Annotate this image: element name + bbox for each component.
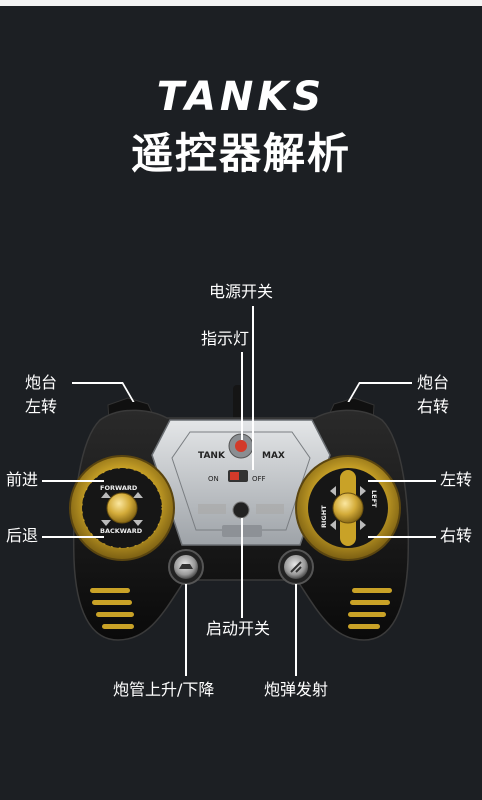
title-chinese: 遥控器解析 — [130, 129, 351, 178]
leader-turn-right — [368, 536, 436, 538]
turn-right-arrow-icon[interactable] — [330, 520, 336, 530]
leader-backward — [42, 536, 104, 538]
leader-start-switch — [241, 518, 243, 618]
leader-turn-left — [368, 480, 436, 482]
title-english: TANKS — [156, 74, 326, 120]
label-barrel: 炮管上升/下降 — [113, 680, 215, 699]
backward-arrow-icon[interactable] — [101, 520, 111, 526]
backward-text: BACKWARD — [100, 527, 143, 535]
leader-indicator — [241, 352, 243, 440]
indicator-led — [235, 440, 247, 452]
left-text: LEFT — [370, 490, 378, 508]
backward-arrow-icon[interactable] — [133, 520, 143, 526]
label-backward: 后退 — [6, 526, 39, 545]
label-forward: 前进 — [6, 470, 39, 489]
top-strip — [0, 0, 482, 6]
leader-barrel — [185, 584, 187, 676]
forward-arrow-icon[interactable] — [101, 492, 111, 498]
max-text: MAX — [262, 451, 285, 461]
right-joystick[interactable] — [332, 492, 364, 524]
left-grip-stripes — [90, 588, 134, 629]
label-fire: 炮弹发射 — [264, 680, 329, 699]
shell-icon — [290, 561, 302, 573]
forward-arrow-icon[interactable] — [133, 492, 143, 498]
start-button[interactable] — [232, 501, 250, 519]
off-text: OFF — [252, 475, 266, 483]
right-text: RIGHT — [320, 505, 328, 528]
tank-barrel-icon — [179, 564, 193, 569]
label-power-switch: 电源开关 — [209, 282, 274, 301]
left-joystick[interactable] — [106, 492, 138, 524]
leader-turret-left-h — [72, 382, 122, 384]
leader-power-switch — [252, 306, 254, 470]
label-turret-left-line2: 左转 — [25, 397, 58, 416]
right-grip-stripes — [348, 588, 392, 629]
tank-text: TANK — [198, 451, 226, 461]
label-turret-right-line2: 右转 — [417, 397, 450, 416]
turn-left-arrow-icon[interactable] — [330, 486, 336, 496]
label-turn-right: 右转 — [440, 526, 473, 545]
label-start-switch: 启动开关 — [206, 619, 271, 638]
antenna — [233, 385, 243, 425]
label-turn-left: 左转 — [440, 470, 473, 489]
turn-right-arrow-icon[interactable] — [360, 520, 366, 530]
center-panel — [151, 419, 331, 546]
label-indicator: 指示灯 — [201, 329, 250, 348]
label-turret-left-line1: 炮台 — [25, 373, 58, 392]
turn-left-arrow-icon[interactable] — [360, 486, 366, 496]
label-turret-right-line1: 炮台 — [417, 373, 450, 392]
leader-turret-right-h — [360, 382, 412, 384]
forward-text: FORWARD — [100, 484, 138, 492]
leader-forward — [42, 480, 104, 482]
on-text: ON — [208, 475, 219, 483]
leader-fire — [295, 584, 297, 676]
